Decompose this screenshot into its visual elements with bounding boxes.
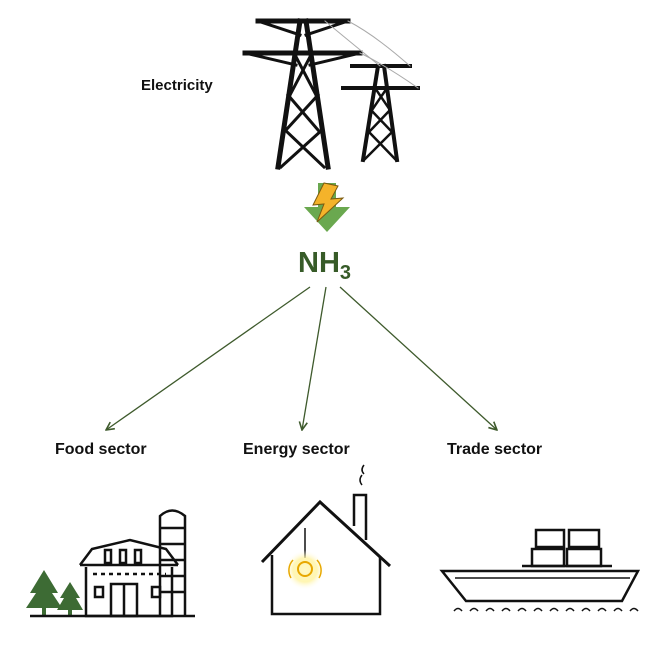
lightbulb-icon: [285, 550, 325, 590]
arrow-to-food: [106, 286, 311, 430]
power-tower-icon: [242, 18, 420, 170]
compound-label: NH3: [298, 247, 351, 285]
ship-icon: [439, 528, 641, 612]
electricity-label: Electricity: [141, 77, 213, 94]
tree-icon: [26, 570, 83, 616]
lightning-arrow-icon: [304, 182, 350, 232]
barn-icon: [26, 509, 195, 618]
food-sector-label: Food sector: [55, 441, 147, 458]
silo-icon: [158, 509, 187, 616]
energy-sector-label: Energy sector: [243, 441, 350, 458]
connector-arrows: [106, 286, 497, 430]
house-icon: [260, 464, 392, 616]
compound-label-base: NH: [298, 247, 340, 279]
arrow-to-energy: [302, 286, 327, 430]
compound-label-subscript: 3: [339, 262, 352, 284]
trade-sector-label: Trade sector: [447, 441, 543, 458]
arrow-to-trade: [339, 286, 497, 430]
